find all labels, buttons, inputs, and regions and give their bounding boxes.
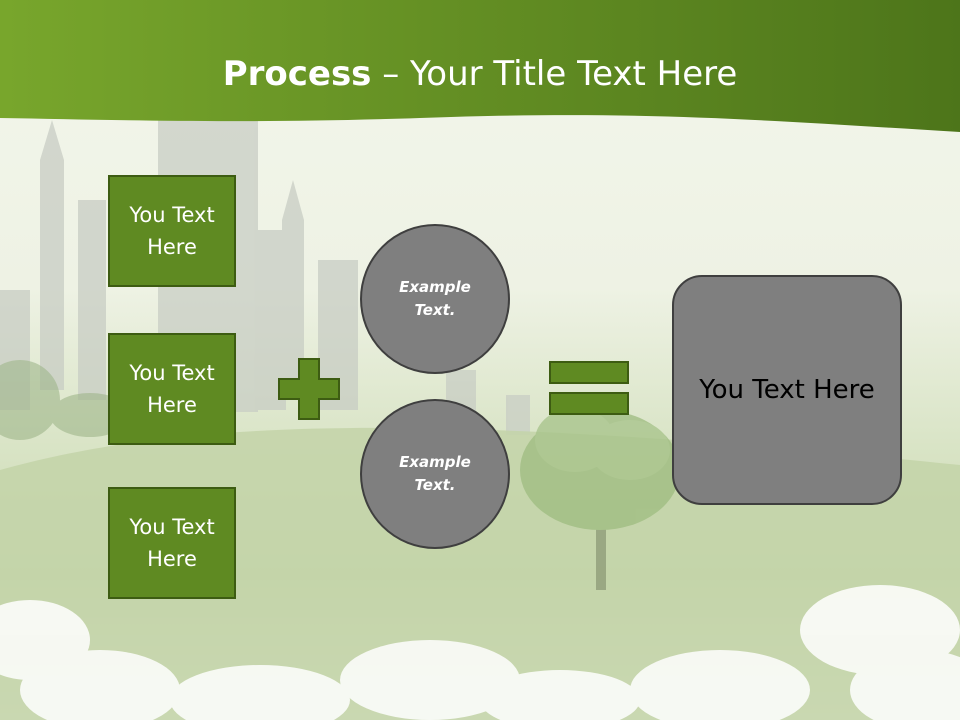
- title-rest: – Your Title Text Here: [371, 54, 738, 94]
- title-bold: Process: [222, 54, 372, 94]
- header-band: [0, 0, 960, 132]
- city-skyline: [0, 112, 530, 435]
- text-box-1[interactable]: You Text Here: [108, 175, 236, 287]
- example-circle-1-label: Example Text.: [399, 278, 471, 319]
- example-circle-2-label: Example Text.: [399, 453, 471, 494]
- example-circle-2[interactable]: Example Text.: [360, 399, 510, 549]
- text-box-2-label: You Text Here: [129, 361, 215, 417]
- equals-icon: [549, 361, 629, 415]
- slide-title: Process – Your Title Text Here: [0, 52, 960, 96]
- result-box[interactable]: You Text Here: [672, 275, 902, 505]
- clouds: [0, 585, 960, 720]
- plus-icon: [278, 358, 340, 420]
- text-box-3[interactable]: You Text Here: [108, 487, 236, 599]
- text-box-3-label: You Text Here: [129, 515, 215, 571]
- text-box-2[interactable]: You Text Here: [108, 333, 236, 445]
- result-box-label: You Text Here: [699, 375, 875, 405]
- text-box-1-label: You Text Here: [129, 203, 215, 259]
- central-tree: [520, 408, 680, 590]
- example-circle-1[interactable]: Example Text.: [360, 224, 510, 374]
